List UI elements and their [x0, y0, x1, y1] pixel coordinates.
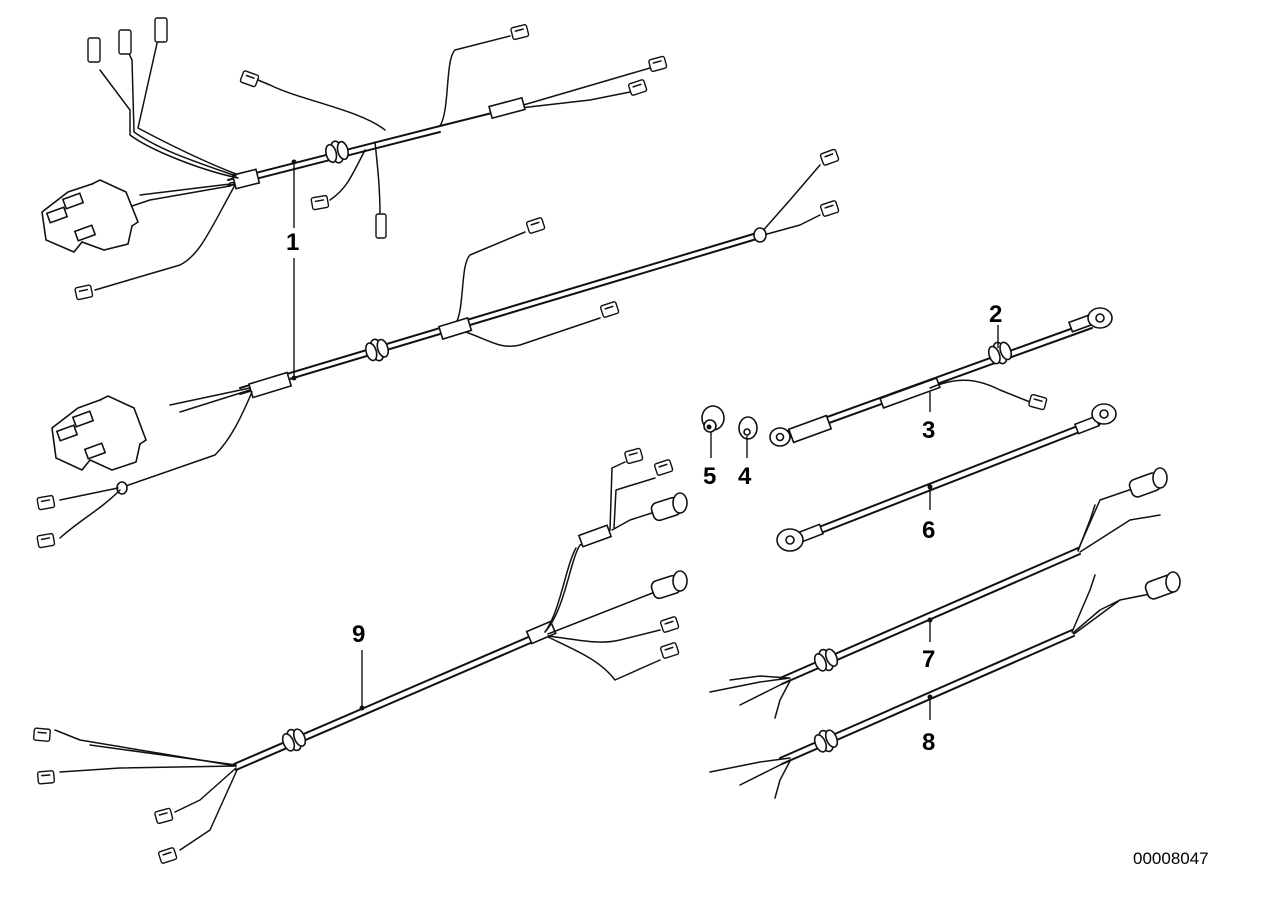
- callout-2-group: 2: [989, 301, 1002, 348]
- callout-5: 5: [703, 463, 716, 490]
- harness-1-upper: [41, 17, 668, 301]
- callout-7-group: 7: [922, 617, 935, 673]
- cable-2-3: [769, 307, 1113, 447]
- harness-1-lower: [36, 148, 840, 549]
- diagram-reference-number: 00008047: [1133, 849, 1209, 868]
- callout-1-group: 1: [286, 159, 299, 381]
- harness-9: [32, 447, 688, 865]
- cable-6: [776, 403, 1117, 552]
- callout-6-group: 6: [922, 484, 935, 544]
- callout-9: 9: [352, 621, 365, 648]
- washer-part-4: [738, 416, 758, 440]
- callout-5-group: 5: [703, 432, 716, 490]
- callout-2: 2: [989, 301, 1002, 328]
- cable-8: [709, 571, 1181, 799]
- callout-4-group: 4: [738, 436, 752, 490]
- callout-6: 6: [922, 517, 935, 544]
- callout-7: 7: [922, 646, 935, 673]
- callout-8: 8: [922, 729, 935, 756]
- callout-9-group: 9: [352, 621, 365, 711]
- headlight-plug-upper: [41, 179, 139, 253]
- nut-part-5: [701, 405, 725, 433]
- callout-4: 4: [738, 463, 752, 490]
- callout-1: 1: [286, 229, 299, 256]
- callout-3-group: 3: [922, 392, 935, 444]
- headlight-plug-lower: [51, 395, 147, 471]
- cable-7: [709, 467, 1168, 719]
- callout-8-group: 8: [922, 694, 935, 756]
- callout-3: 3: [922, 417, 935, 444]
